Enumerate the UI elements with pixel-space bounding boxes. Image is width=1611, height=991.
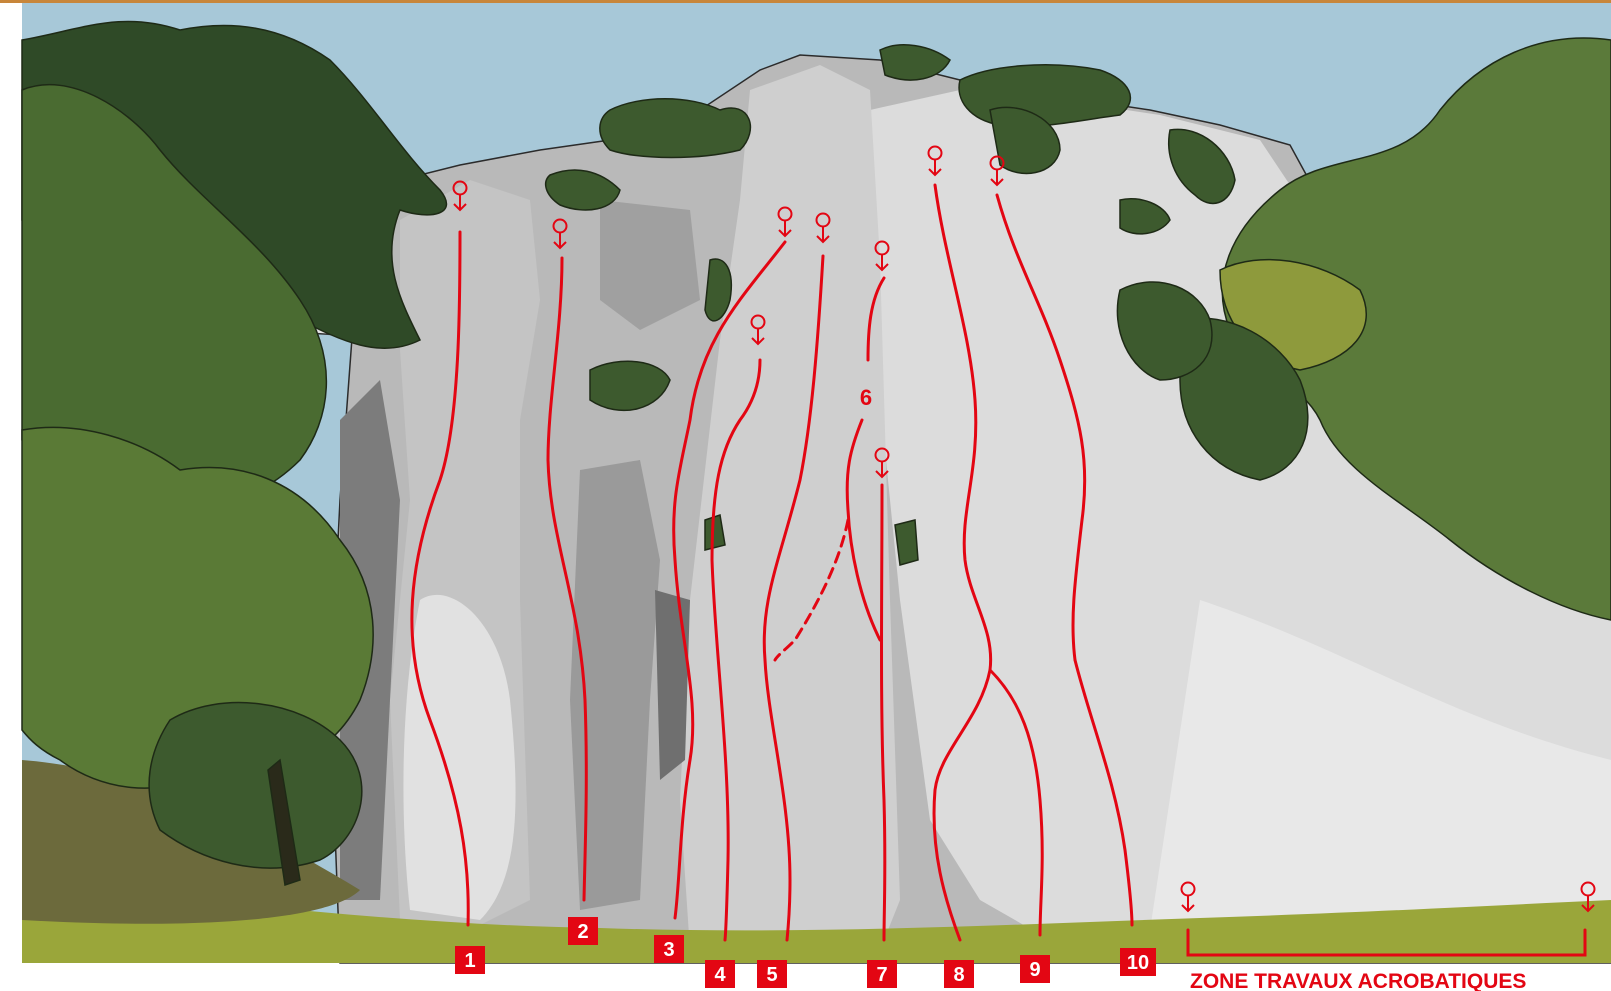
zone-label: ZONE TRAVAUX ACROBATIQUES (1190, 970, 1526, 991)
route-badge-5[interactable]: 5 (757, 960, 787, 988)
route-badge-9[interactable]: 9 (1020, 955, 1050, 983)
route-badge-3[interactable]: 3 (654, 935, 684, 963)
route-badge-label: 7 (876, 964, 887, 986)
route-badge-2[interactable]: 2 (568, 917, 598, 945)
route-badge-8[interactable]: 8 (944, 960, 974, 988)
route-badge-4[interactable]: 4 (705, 960, 735, 988)
route-badge-label: 5 (766, 964, 777, 986)
route-badge-label: 9 (1029, 959, 1040, 981)
route-badge-10[interactable]: 10 (1120, 948, 1156, 976)
route-badge-label: 10 (1127, 952, 1149, 974)
route-badge-label: 1 (464, 950, 475, 972)
route-badge-1[interactable]: 1 (455, 946, 485, 974)
route-badge-label: 8 (953, 964, 964, 986)
route-badge-label: 2 (577, 921, 588, 943)
route-badge-label: 4 (714, 964, 726, 986)
route-label-6: 6 (860, 385, 872, 410)
route-badge-7[interactable]: 7 (867, 960, 897, 988)
top-border (0, 0, 1611, 3)
route-badge-label: 3 (663, 939, 674, 961)
